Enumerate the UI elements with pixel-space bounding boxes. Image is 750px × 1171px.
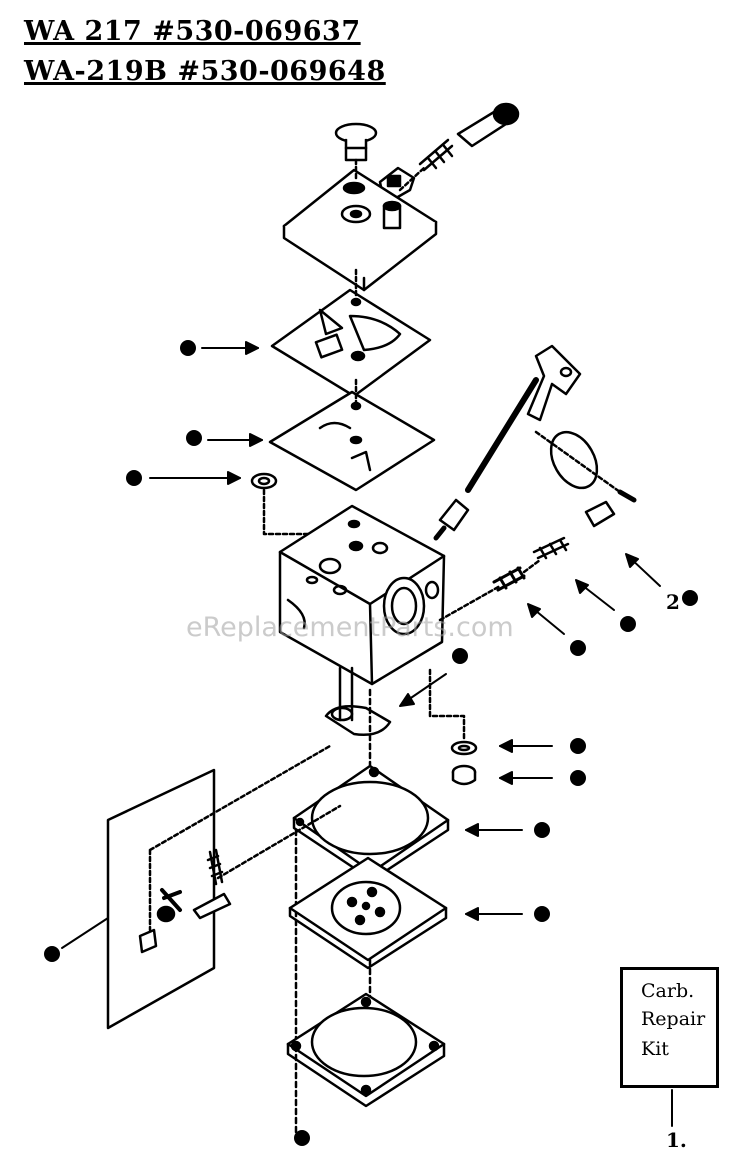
metering-cover <box>286 992 446 1108</box>
kit-ref-number: 1. <box>666 1128 687 1152</box>
model-title-2: WA-219B #530-069648 <box>24 56 386 87</box>
adjusting-needle <box>378 102 520 200</box>
callout-ref-2: 2 <box>666 590 680 614</box>
kit-label-line3: Kit <box>641 1038 669 1060</box>
check-valve-parts <box>428 668 478 786</box>
needle-valves <box>438 500 616 622</box>
kit-label-line1: Carb. <box>641 980 695 1002</box>
kit-label-line2: Repair <box>641 1008 706 1030</box>
leader-arrows <box>61 341 673 1127</box>
watermark-text: eReplacementParts.com <box>186 612 514 643</box>
gasket-2 <box>268 378 436 492</box>
metering-diaphragm <box>288 856 448 970</box>
carburetor-body <box>278 504 446 686</box>
metering-lever <box>324 666 392 736</box>
gasket-1 <box>270 268 432 398</box>
model-title-1: WA 217 #530-069637 <box>24 16 361 47</box>
metering-gasket <box>292 764 450 882</box>
repair-kit-box: Carb. Repair Kit <box>620 967 719 1088</box>
washer-small <box>250 472 322 536</box>
top-screw <box>334 122 378 162</box>
kit-bullets <box>44 340 698 1146</box>
throttle-shaft <box>433 344 637 541</box>
cover-plate <box>282 158 438 292</box>
inlet-needle-group <box>106 744 342 1030</box>
